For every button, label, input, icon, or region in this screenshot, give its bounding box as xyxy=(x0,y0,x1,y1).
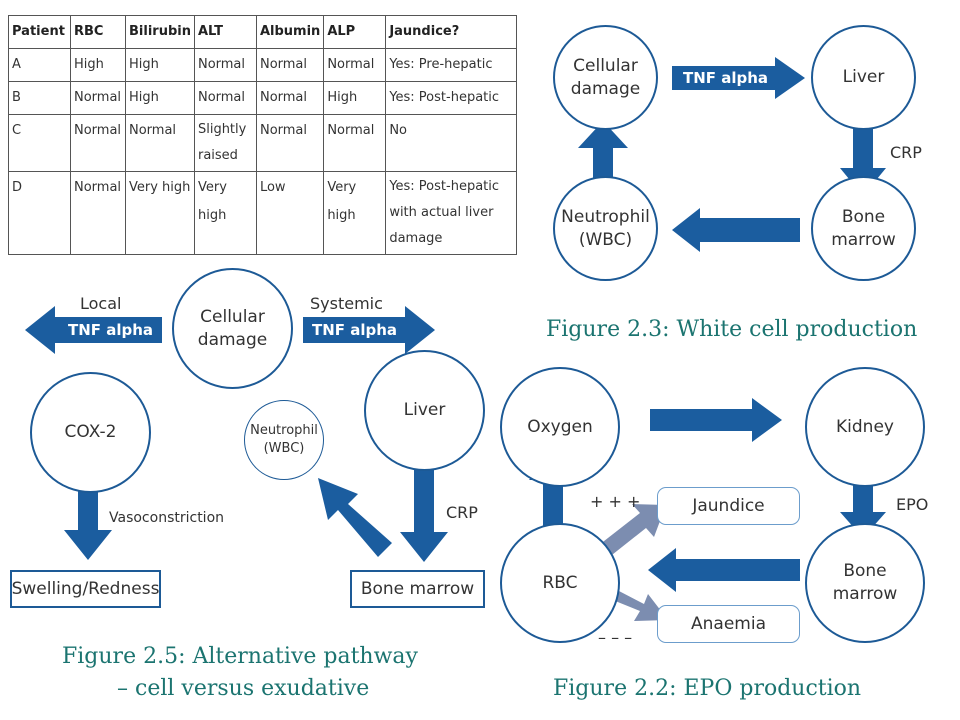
header-rbc: RBC xyxy=(70,15,126,49)
oxygen-node: Oxygen xyxy=(500,367,620,487)
jaundice-box: Jaundice xyxy=(657,487,800,525)
jaundice-table: Patient RBC Bilirubin ALT Albumin ALP Ja… xyxy=(8,15,518,255)
header-albumin: Albumin xyxy=(255,15,325,49)
table-cell: Very high xyxy=(125,171,195,255)
cellular-damage-node-2: Cellular damage xyxy=(172,268,293,389)
table-cell: High xyxy=(125,81,195,115)
kidney-node: Kidney xyxy=(805,367,925,487)
table-cell: D xyxy=(8,171,71,255)
crp-label: CRP xyxy=(890,143,922,162)
figure-2-3-caption: Figure 2.3: White cell production xyxy=(546,317,918,342)
liver-node-2: Liver xyxy=(364,350,485,471)
systemic-tnf-alpha-label: TNF alpha xyxy=(312,321,398,339)
liver-to-bone-marrow-arrow xyxy=(840,108,886,196)
bone-marrow-node: Bone marrow xyxy=(811,176,916,281)
systemic-tnf-alpha-arrow xyxy=(303,306,435,354)
cellular-damage-node: Cellular damage xyxy=(553,25,658,130)
table-cell: Yes: Pre-hepatic xyxy=(385,48,518,82)
cox2-to-swelling-arrow xyxy=(64,468,112,560)
table-header-row: Patient RBC Bilirubin ALT Albumin ALP Ja… xyxy=(8,15,518,49)
header-jaundice: Jaundice? xyxy=(385,15,518,49)
table-row: A High High Normal Normal Normal Yes: Pr… xyxy=(8,48,518,82)
cox2-node: COX-2 xyxy=(30,372,151,493)
bone-marrow-node-2: Bone marrow xyxy=(805,523,925,643)
figure-2-2-caption: Figure 2.2: EPO production xyxy=(553,676,862,701)
tnf-alpha-label: TNF alpha xyxy=(683,69,769,87)
table-cell: Normal xyxy=(255,48,325,82)
rbc-node: RBC xyxy=(500,523,620,643)
table-cell: A xyxy=(8,48,71,82)
table-cell: Low xyxy=(255,171,325,255)
table-cell: Yes: Post-hepatic xyxy=(385,81,518,115)
table-cell: Very high xyxy=(323,171,387,255)
local-tnf-alpha-label: TNF alpha xyxy=(68,321,154,339)
table-cell: High xyxy=(125,48,195,82)
header-alt: ALT xyxy=(193,15,257,49)
liver-to-bone-marrow-arrow-2 xyxy=(400,466,448,562)
bone-marrow-box: Bone marrow xyxy=(350,570,485,608)
oxygen-to-kidney-arrow xyxy=(650,398,782,442)
swelling-redness-box: Swelling/Redness xyxy=(10,570,161,608)
plus-label: + + + xyxy=(590,492,641,511)
bone-marrow-to-neutrophil-arrow-2 xyxy=(318,478,392,557)
table-cell: Normal xyxy=(70,114,126,172)
table-cell: C xyxy=(8,114,71,172)
table-cell: Normal xyxy=(125,114,195,172)
epo-label: EPO xyxy=(896,495,929,514)
tnf-alpha-arrow xyxy=(672,57,805,99)
table-cell: Normal xyxy=(193,81,257,115)
kidney-to-bone-marrow-arrow xyxy=(840,452,886,538)
header-patient: Patient xyxy=(8,15,71,49)
bone-marrow-to-rbc-arrow xyxy=(648,548,800,592)
local-tnf-alpha-arrow xyxy=(25,306,162,354)
neutrophil-node-2: Neutrophil (WBC) xyxy=(244,400,324,480)
table-cell: Normal xyxy=(70,171,126,255)
table-cell: Very high xyxy=(193,171,257,255)
bone-marrow-to-neutrophil-arrow xyxy=(672,208,800,252)
table-row: D Normal Very high Very high Low Very hi… xyxy=(8,171,518,255)
systemic-label: Systemic xyxy=(310,294,383,313)
local-label: Local xyxy=(80,294,122,313)
table-cell: Normal xyxy=(255,81,325,115)
crp-label-2: CRP xyxy=(446,503,478,522)
neutrophil-to-damage-arrow xyxy=(578,121,628,204)
table-cell: Normal xyxy=(323,48,387,82)
neutrophil-node: Neutrophil (WBC) xyxy=(553,176,658,281)
figure-2-5-caption-line-1: Figure 2.5: Alternative pathway xyxy=(62,644,418,669)
liver-node: Liver xyxy=(811,25,916,130)
minus-label: – – – xyxy=(598,628,633,647)
anaemia-box: Anaemia xyxy=(657,605,800,643)
figure-2-5-caption-line-2: – cell versus exudative xyxy=(117,676,370,701)
table-cell: No xyxy=(385,114,518,172)
vasoconstriction-label: Vasoconstriction xyxy=(109,510,225,526)
table-cell: Yes: Post-hepatic with actual liver dama… xyxy=(385,171,518,255)
